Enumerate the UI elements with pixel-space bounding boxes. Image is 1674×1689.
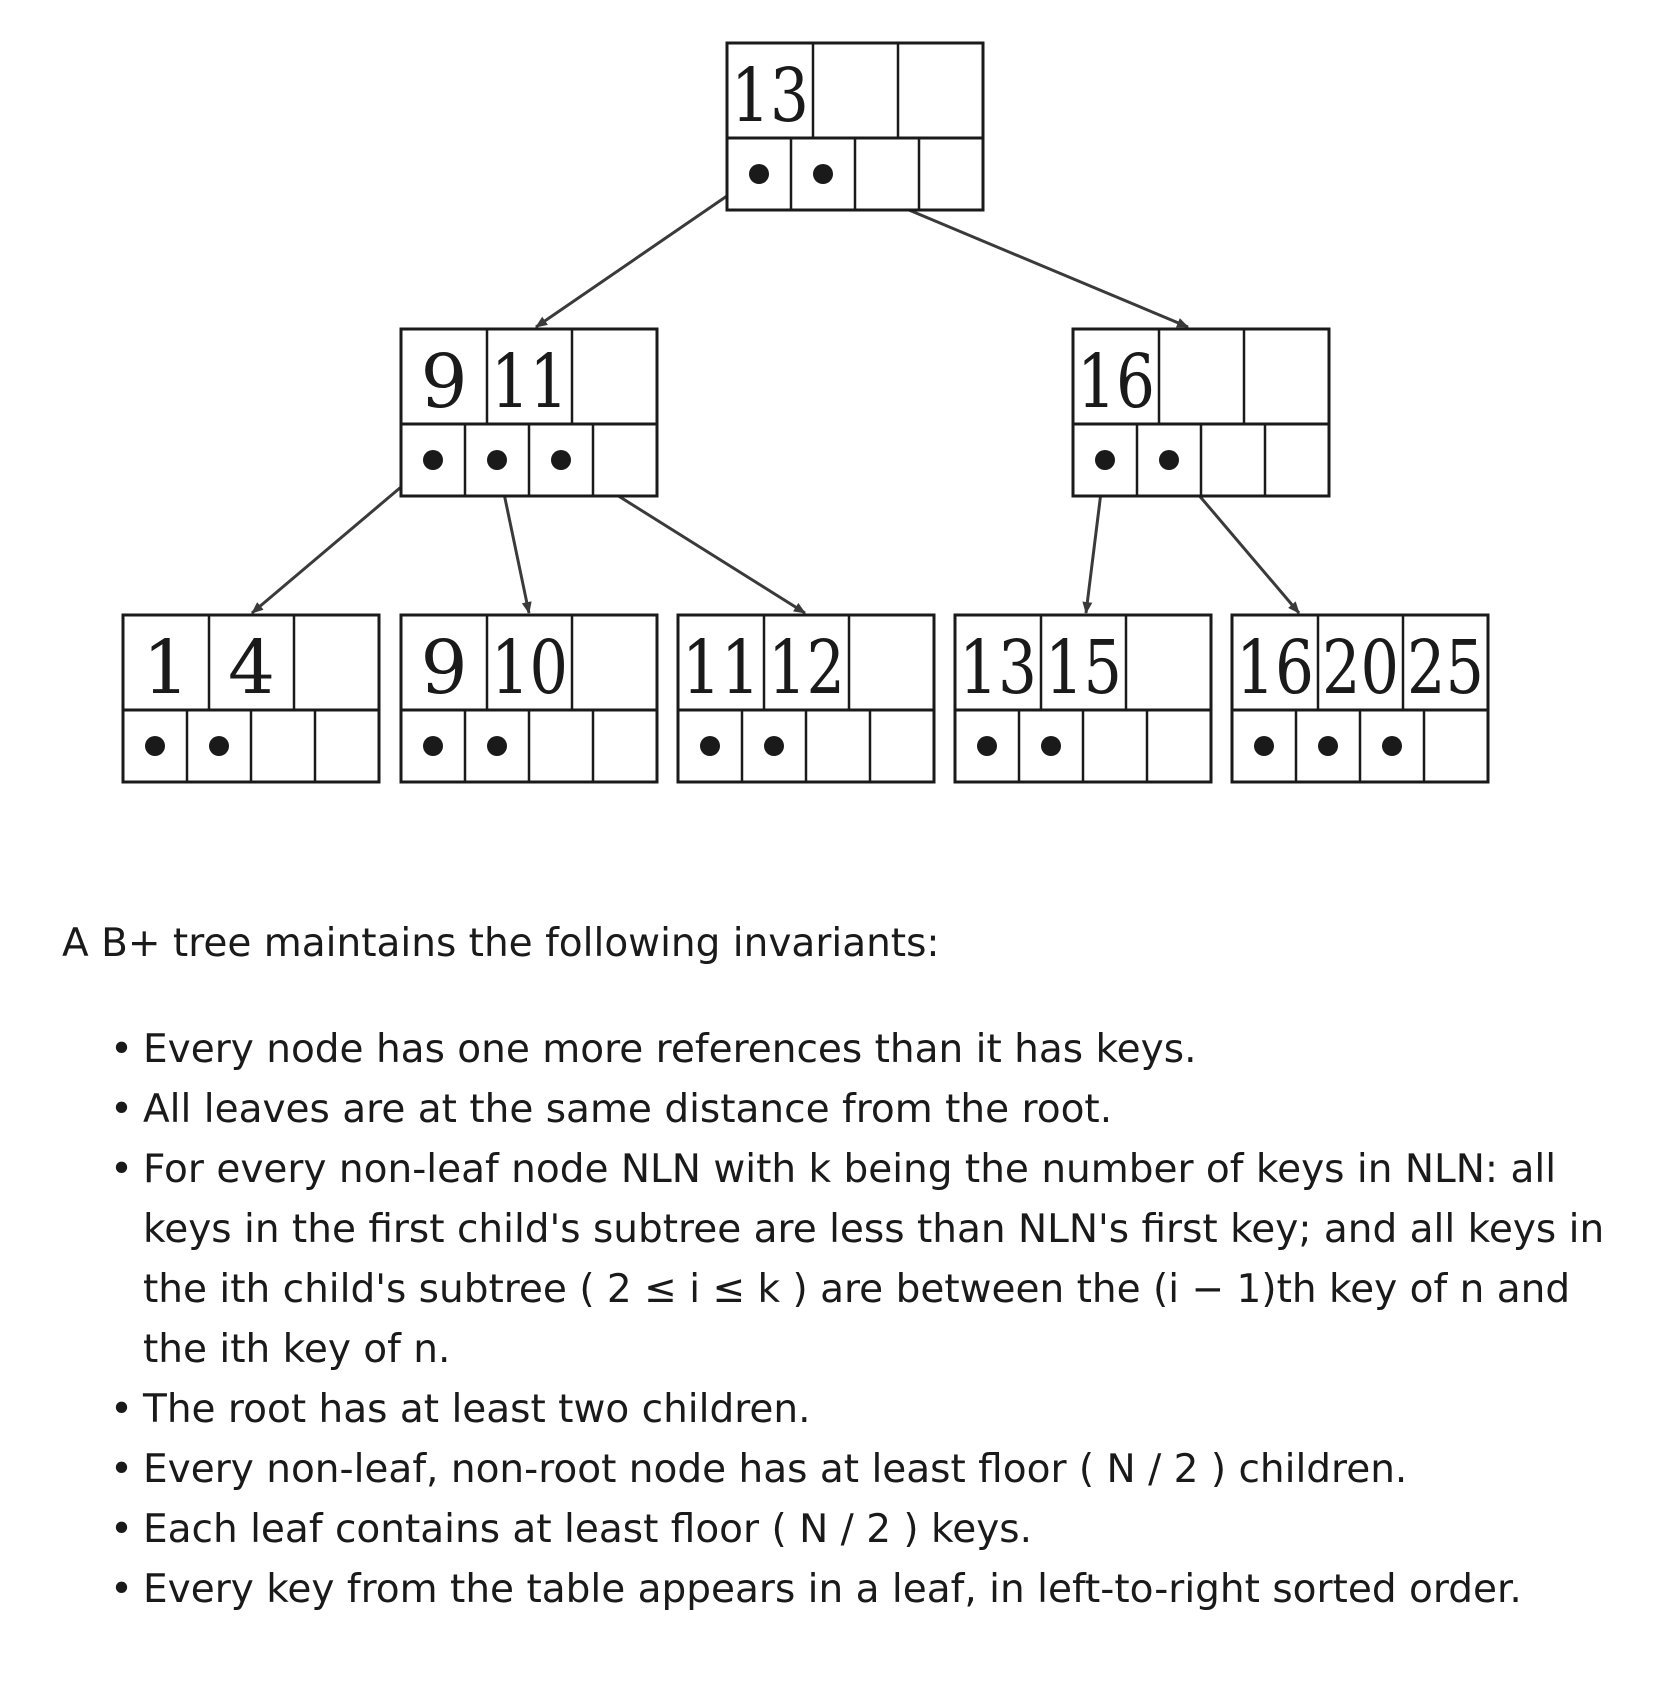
invariants-section: A B+ tree maintains the following invari… [62,920,1642,1620]
node-key: 16 [1236,625,1314,711]
intro-text: A B+ tree maintains the following invari… [62,921,940,966]
pointer-dot [749,164,769,184]
node-key: 13 [959,625,1037,711]
pointer-dot [487,736,507,756]
pointer-dot [145,736,165,756]
invariants-list: Every node has one more references than … [62,1020,1642,1620]
pointer-arrow [535,172,760,329]
list-item: Every non-leaf, non-root node has at lea… [110,1440,1642,1500]
node-key: 25 [1407,625,1484,711]
node-key: 20 [1322,625,1399,711]
pointer-dot [423,736,443,756]
leaf-node: 9 10 [399,613,659,784]
node-key: 11 [491,339,568,425]
list-item: Every key from the table appears in a le… [110,1560,1642,1620]
pointer-dot [487,450,507,470]
pointer-dot [209,736,229,756]
list-item: The root has at least two children. [110,1380,1642,1440]
pointer-dot [700,736,720,756]
node-key: 12 [768,625,845,711]
internal-node: 16 [1071,327,1331,498]
node-key: 11 [682,625,760,711]
node-key: 15 [1045,625,1122,711]
pointer-dot [1318,736,1338,756]
node-key: 1 [142,625,189,711]
pointer-dot [551,450,571,470]
node-key: 16 [1077,339,1155,425]
list-item: Each leaf contains at least floor ( N / … [110,1500,1642,1560]
node-key: 9 [420,625,467,711]
node-key: 4 [228,625,275,711]
pointer-dot [977,736,997,756]
pointer-dot [813,164,833,184]
node-key: 9 [420,339,467,425]
list-item: Every node has one more references than … [110,1020,1642,1080]
pointer-dot [1041,736,1061,756]
list-item: For every non-leaf node NLN with k being… [110,1140,1642,1380]
root-node: 13 [725,41,985,212]
pointer-dot [1382,736,1402,756]
pointer-dot [1254,736,1274,756]
node-key: 13 [731,53,809,139]
pointer-dot [1159,450,1179,470]
list-item: All leaves are at the same distance from… [110,1080,1642,1140]
internal-node: 9 11 [399,327,659,498]
pointer-dot [764,736,784,756]
pointer-dot [1095,450,1115,470]
pointer-dot [423,450,443,470]
node-key: 10 [491,625,568,711]
